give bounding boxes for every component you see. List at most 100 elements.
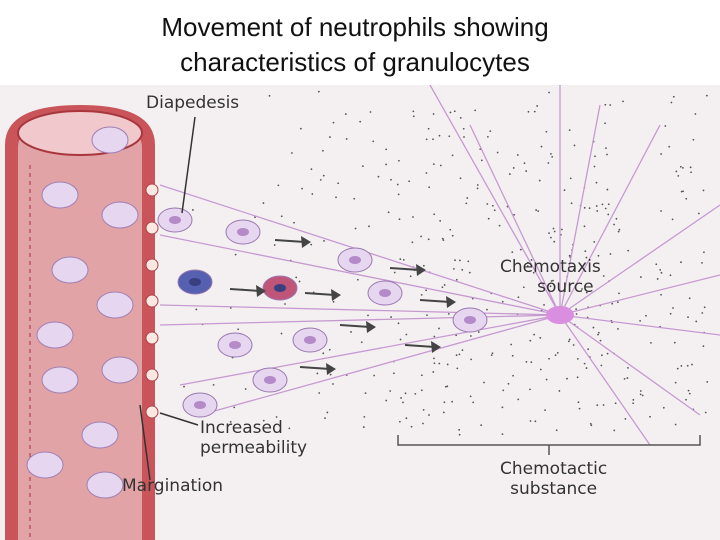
dot [453,110,456,113]
dot [639,319,642,322]
dot [425,289,428,292]
ray [429,85,561,316]
dot [295,276,298,279]
dot [397,193,400,196]
dot [674,423,677,426]
dot [363,415,366,418]
dot [493,209,496,212]
vessel-cell [36,321,74,349]
dot [353,197,356,200]
label-chemotactic-substance-line1: Chemotactic [500,459,608,479]
dot [662,406,665,409]
nucleus [189,278,201,286]
label-margination: Margination [122,476,224,496]
dot [613,429,616,432]
dot [451,234,454,237]
dot [438,134,441,137]
arrow [404,344,436,348]
endothelial-gap [145,294,159,308]
dot [687,316,689,319]
dot [550,236,552,239]
dot [501,300,504,303]
chemotactic-substance-bracket [397,435,701,455]
dot [599,339,602,342]
dot [595,181,598,184]
arrowhead [256,285,266,297]
dot [317,90,320,93]
dot [420,235,423,238]
dot [412,110,415,113]
dot [670,101,673,104]
dot [545,130,548,133]
label-increased-permeability-line2: permeability [200,438,308,458]
dot [454,259,456,262]
dot [703,306,706,309]
dot [191,209,194,211]
dot [567,340,570,343]
dot [650,341,652,344]
dot [396,183,399,186]
dot [547,162,550,164]
dot [543,304,545,306]
vessel-cell [41,366,79,394]
dot [584,250,587,253]
chemotaxis-rays [159,85,720,446]
dot [701,312,704,314]
dot [664,125,667,127]
dot [451,154,454,157]
dot [420,389,423,392]
dot [324,417,326,420]
dot [669,312,672,315]
dot [408,180,411,183]
arrow [339,324,371,328]
dot [291,152,293,154]
dot [517,296,520,299]
dot [614,402,617,405]
dot [632,398,635,401]
dot [369,111,372,113]
ray [159,314,561,326]
dot [588,207,591,209]
dot [476,184,479,186]
dot [613,223,615,226]
dot [422,264,425,267]
dot [487,217,490,220]
dot [449,111,452,114]
dot [438,327,440,330]
dot [555,429,558,432]
dot [593,165,596,168]
dot [438,362,441,365]
label-chemotactic-substance: Chemotactic substance [500,459,607,499]
dot [545,378,548,381]
ray [559,314,651,446]
ray [469,124,561,316]
dot [480,424,483,427]
blood-vessel [5,105,155,540]
dot [660,293,662,296]
dot [606,153,608,156]
dot [553,230,556,233]
dot [529,420,532,422]
dot [594,155,596,158]
dot [322,352,325,355]
dot [704,411,707,414]
arrowhead [431,341,441,353]
arrow [304,292,336,296]
dot [443,284,446,286]
endothelial-gap [145,331,159,345]
chemotaxis-source [546,306,574,324]
dot [550,280,553,282]
dot [432,138,434,141]
dot [385,148,388,151]
dot [508,173,511,175]
dot [420,374,423,377]
vessel-cell [91,126,129,154]
dot [655,263,658,266]
dot [426,314,428,317]
dot [690,171,692,174]
dot [558,390,561,392]
dot [549,285,552,288]
dot [449,228,452,231]
dot [702,345,705,348]
permeability-pointer [159,412,199,426]
